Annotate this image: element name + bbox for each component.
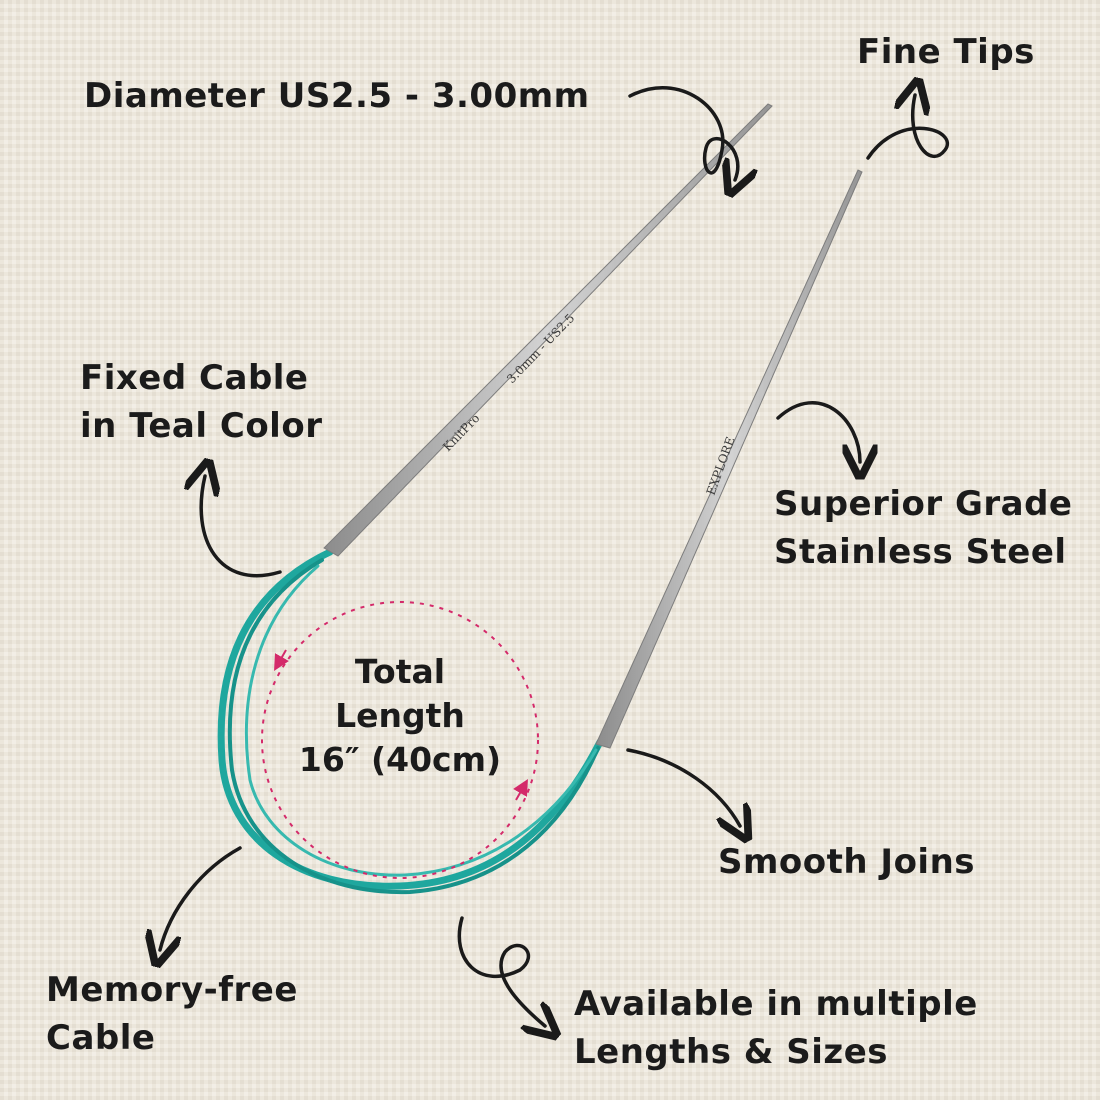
fine-tips-arrow-icon	[866, 95, 949, 160]
diameter-arrow-icon	[628, 85, 738, 180]
length-indicator	[261, 601, 539, 879]
available-arrow-icon	[457, 916, 545, 1026]
fixed-cable-label: Fixed Cable in Teal Color	[80, 358, 323, 446]
total-length-label: Total Length 16″ (40cm)	[298, 652, 502, 779]
smooth-joins-label: Smooth Joins	[718, 842, 976, 882]
steel-arrow-icon	[776, 401, 860, 462]
teal-cable	[217, 548, 604, 895]
smooth-joins-arrow-icon	[626, 748, 740, 826]
memory-free-label: Memory-free Cable	[46, 970, 298, 1058]
fixed-cable-arrow-icon	[201, 476, 282, 578]
fine-tips-label: Fine Tips	[857, 32, 1035, 72]
available-label: Available in multiple Lengths & Sizes	[574, 984, 978, 1072]
steel-label: Superior Grade Stainless Steel	[774, 484, 1073, 572]
diameter-label: Diameter US2.5 - 3.00mm	[84, 76, 590, 116]
memory-free-arrow-icon	[160, 846, 242, 950]
